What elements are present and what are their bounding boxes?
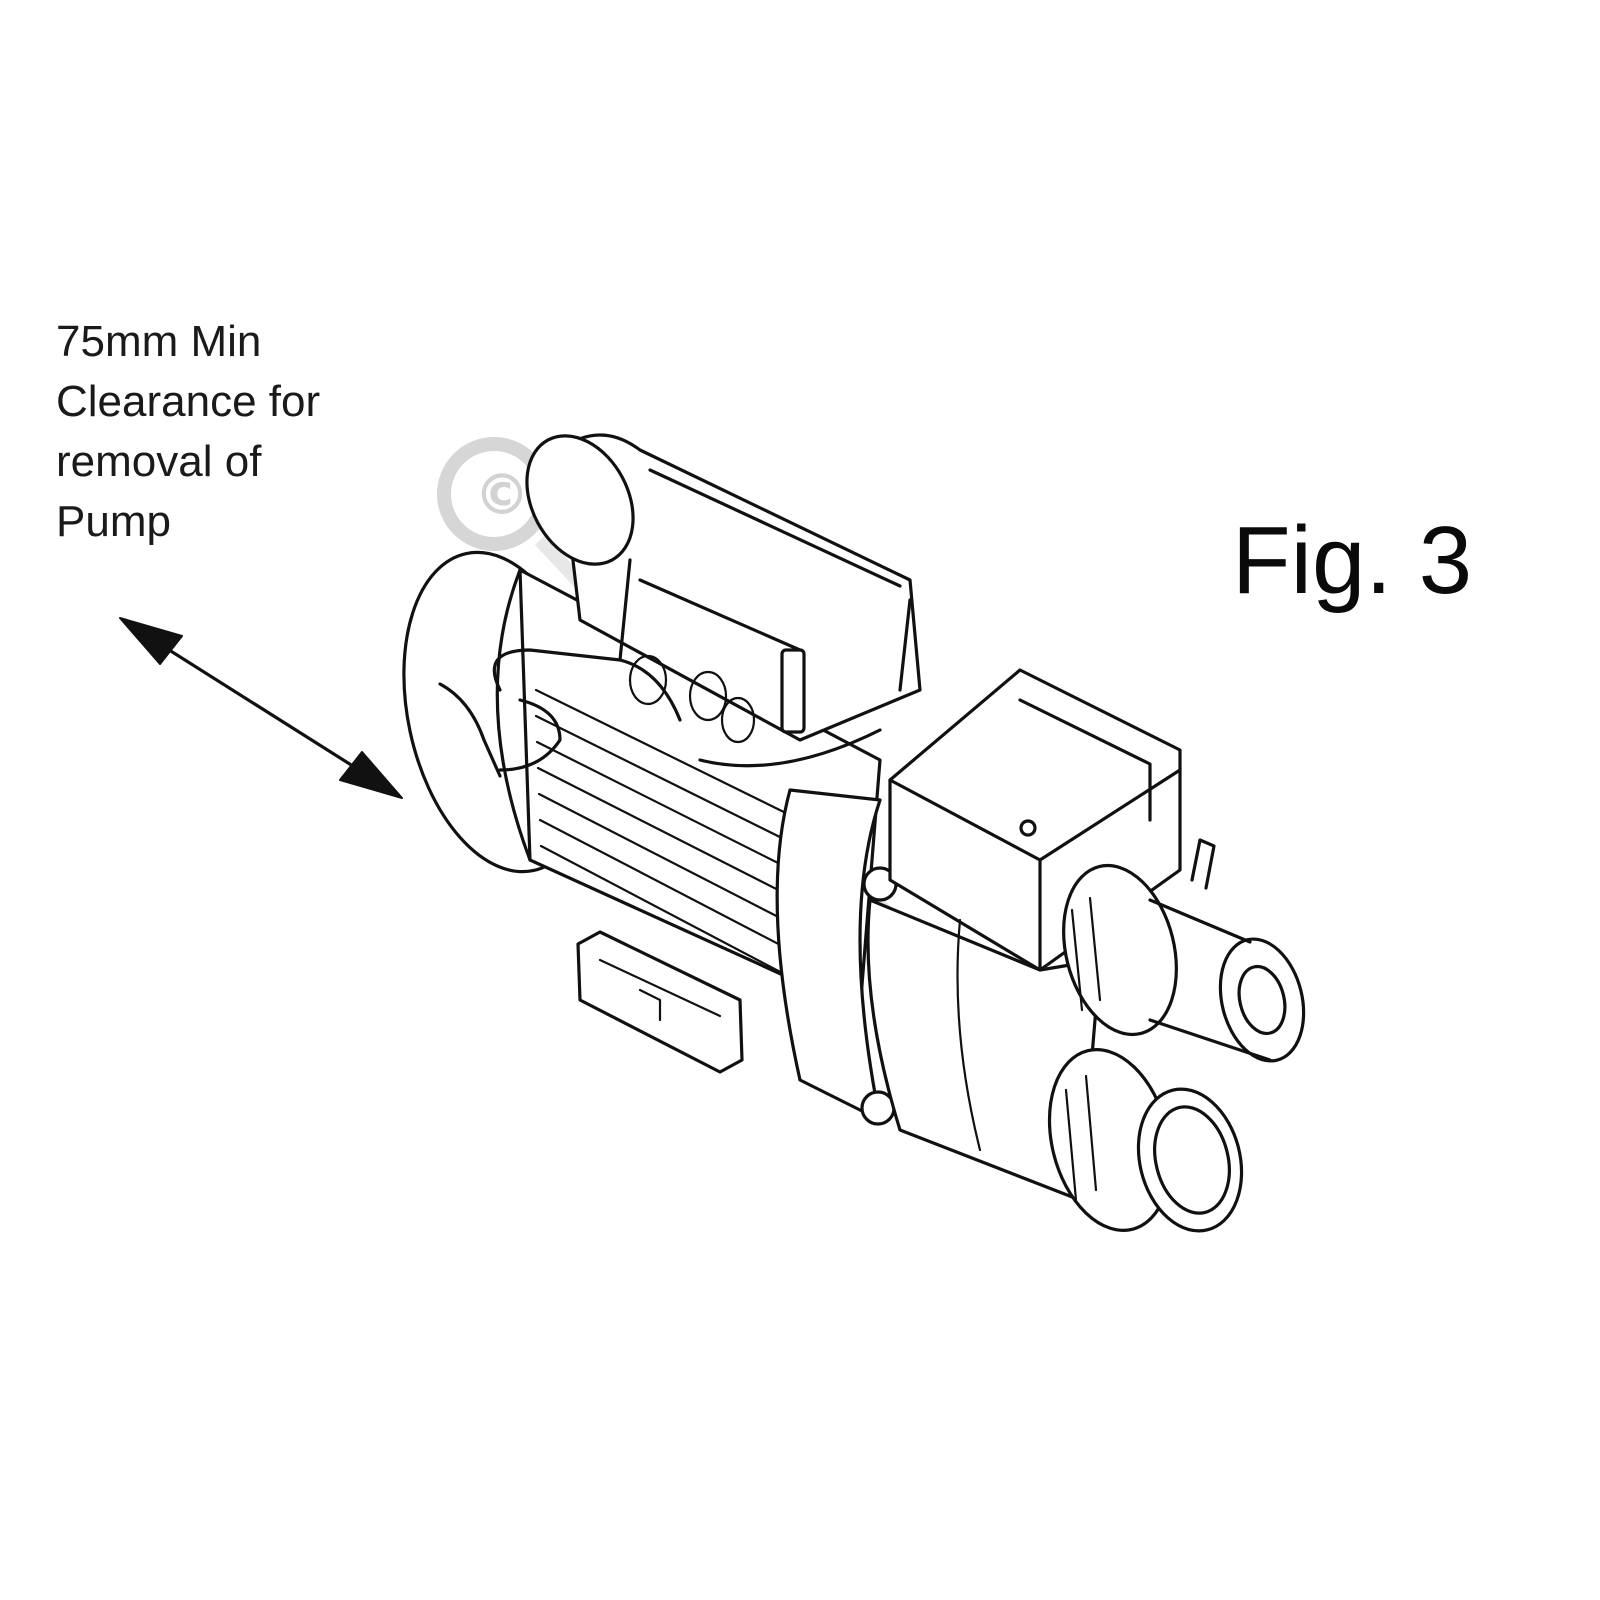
watermark-symbol: © <box>474 463 530 528</box>
pump-volute <box>866 898 1102 1202</box>
wiring <box>492 648 882 772</box>
base-foot <box>576 930 744 1074</box>
pump-motor-icon <box>402 433 1306 1233</box>
flange <box>775 788 898 1126</box>
clearance-note-line: removal of <box>56 437 262 486</box>
union-fittings <box>1047 838 1306 1233</box>
clearance-note-line: Clearance for <box>56 377 321 426</box>
motor-fins <box>534 688 802 978</box>
figure-label: Fig. 3 <box>1232 507 1473 614</box>
double-headed-arrow-icon <box>119 617 403 799</box>
capacitor <box>525 433 922 742</box>
clearance-note-line: 75mm Min <box>56 317 262 366</box>
clearance-note: 75mm Min Clearance for removal of Pump <box>56 312 396 552</box>
clearance-note-line: Pump <box>56 497 171 546</box>
union-ribs <box>1064 896 1102 1202</box>
